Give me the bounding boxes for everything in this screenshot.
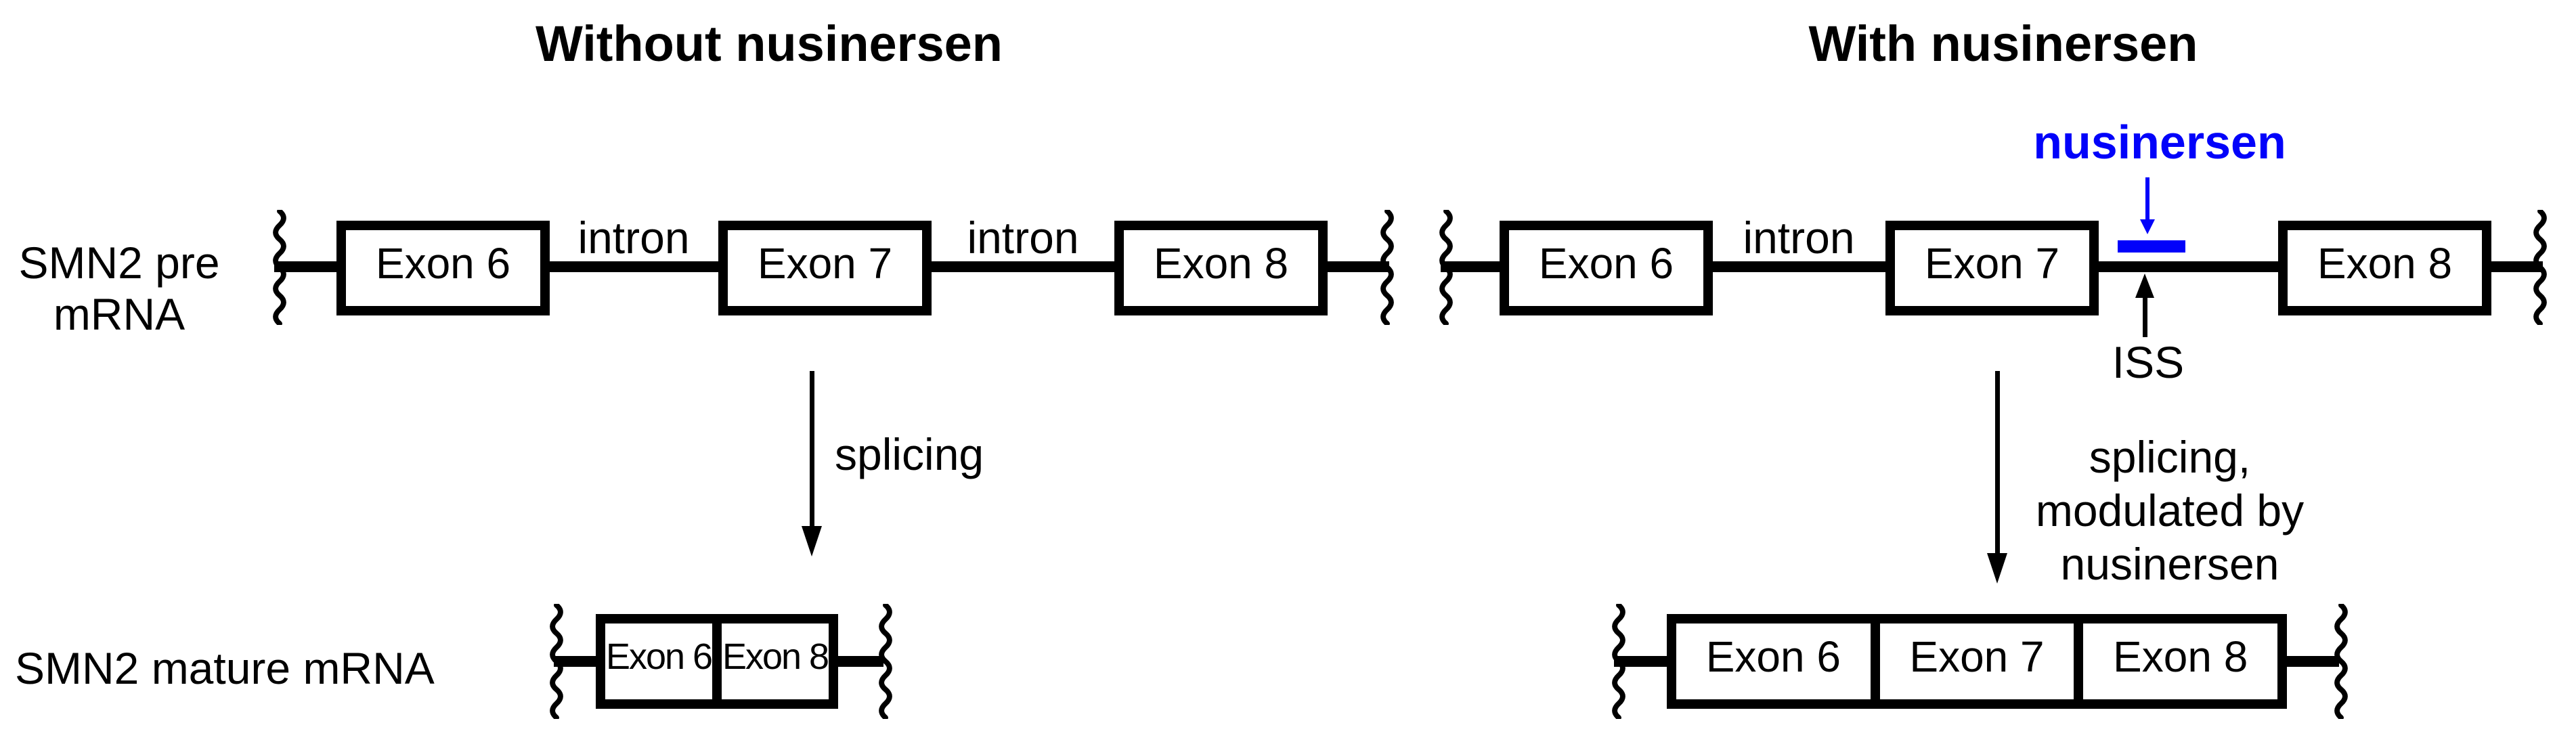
pre-mrna-label-line2: mRNA bbox=[53, 289, 185, 339]
exon-label: Exon 8 bbox=[1153, 239, 1289, 288]
rna-strand-line bbox=[542, 261, 728, 272]
iss-pointer-arrow-icon bbox=[2143, 295, 2147, 337]
rna-strand-line bbox=[833, 656, 883, 667]
iss-pointer-arrow-head-icon bbox=[2135, 273, 2154, 298]
rna-strand-line bbox=[1614, 656, 1672, 667]
exon-box: Exon 6 bbox=[1500, 221, 1713, 315]
exon-box: Exon 8 bbox=[1114, 221, 1328, 315]
rna-end-squiggle-icon bbox=[1380, 210, 1394, 325]
exon-label: Exon 7 bbox=[1924, 239, 2060, 288]
exon-cell: Exon 6 bbox=[1676, 623, 1871, 699]
rna-end-squiggle-icon bbox=[2533, 210, 2547, 325]
exon-label: Exon 6 bbox=[375, 239, 511, 288]
splicing-arrow-icon bbox=[810, 371, 814, 528]
rna-end-squiggle-icon bbox=[273, 210, 286, 325]
rna-end-squiggle-icon bbox=[1612, 604, 1625, 719]
exon-box: Exon 7 bbox=[718, 221, 932, 315]
splicing-arrow-head-icon bbox=[802, 526, 822, 556]
mature-mrna-label: SMN2 mature mRNA bbox=[15, 643, 435, 693]
exon-box: Exon 7 bbox=[1885, 221, 2099, 315]
rna-strand-line bbox=[1320, 261, 1389, 272]
rna-strand-line bbox=[1706, 261, 1892, 272]
intron-label: intron bbox=[1743, 213, 1855, 263]
rna-strand-line bbox=[2282, 656, 2339, 667]
exon-label: Exon 8 bbox=[2113, 632, 2248, 681]
rna-end-squiggle-icon bbox=[1439, 210, 1453, 325]
splicing-modulated-label-line2: modulated by bbox=[2035, 485, 2305, 535]
rna-end-squiggle-icon bbox=[550, 604, 563, 719]
intron-label: intron bbox=[967, 213, 1079, 263]
exon-label: Exon 6 bbox=[1538, 239, 1674, 288]
exon-cell: Exon 6 bbox=[605, 623, 713, 699]
rna-end-squiggle-icon bbox=[879, 604, 892, 719]
nusinersen-pointer-arrow-head-icon bbox=[2140, 219, 2155, 234]
exon-cell: Exon 8 bbox=[2074, 623, 2277, 699]
rna-strand-line bbox=[554, 656, 606, 667]
mature-mrna-box: Exon 6 Exon 7 Exon 8 bbox=[1667, 614, 2287, 709]
pre-mrna-label-line1: SMN2 pre bbox=[18, 238, 220, 288]
panel-title-without-nusinersen: Without nusinersen bbox=[536, 16, 1003, 72]
mature-mrna-box: Exon 6 Exon 8 bbox=[596, 614, 838, 709]
exon-label: Exon 7 bbox=[1909, 632, 2045, 681]
nusinersen-oligo-bar bbox=[2118, 240, 2185, 253]
exon-label: Exon 8 bbox=[2317, 239, 2453, 288]
splicing-modulated-label: splicing, modulated by nusinersen bbox=[2001, 431, 2339, 591]
rna-strand-line bbox=[1441, 261, 1509, 272]
iss-label: ISS bbox=[2112, 337, 2185, 387]
exon-box: Exon 6 bbox=[336, 221, 550, 315]
nusinersen-label: nusinersen bbox=[2033, 116, 2286, 169]
splicing-arrow-icon bbox=[1995, 371, 2000, 555]
splicing-label: splicing bbox=[835, 429, 984, 479]
pre-mrna-label: SMN2 pre mRNA bbox=[0, 237, 238, 340]
nusinersen-pointer-arrow-icon bbox=[2145, 177, 2149, 221]
rna-strand-line bbox=[274, 261, 346, 272]
exon-label: Exon 6 bbox=[605, 636, 713, 677]
rna-strand-line bbox=[2485, 261, 2543, 272]
intron-label: intron bbox=[577, 213, 690, 263]
exon-label: Exon 6 bbox=[1705, 632, 1841, 681]
exon-cell: Exon 8 bbox=[712, 623, 829, 699]
exon-label: Exon 7 bbox=[757, 239, 893, 288]
panel-title-with-nusinersen: With nusinersen bbox=[1808, 16, 2198, 72]
rna-strand-line bbox=[927, 261, 1124, 272]
rna-end-squiggle-icon bbox=[2334, 604, 2348, 719]
exon-label: Exon 8 bbox=[722, 636, 829, 677]
exon-cell: Exon 7 bbox=[1870, 623, 2074, 699]
splicing-arrow-head-icon bbox=[1987, 553, 2007, 584]
splicing-modulated-label-line3: nusinersen bbox=[2060, 539, 2279, 589]
exon-box: Exon 8 bbox=[2278, 221, 2491, 315]
rna-strand-line bbox=[2092, 261, 2285, 272]
splicing-modulated-label-line1: splicing, bbox=[2089, 432, 2251, 482]
